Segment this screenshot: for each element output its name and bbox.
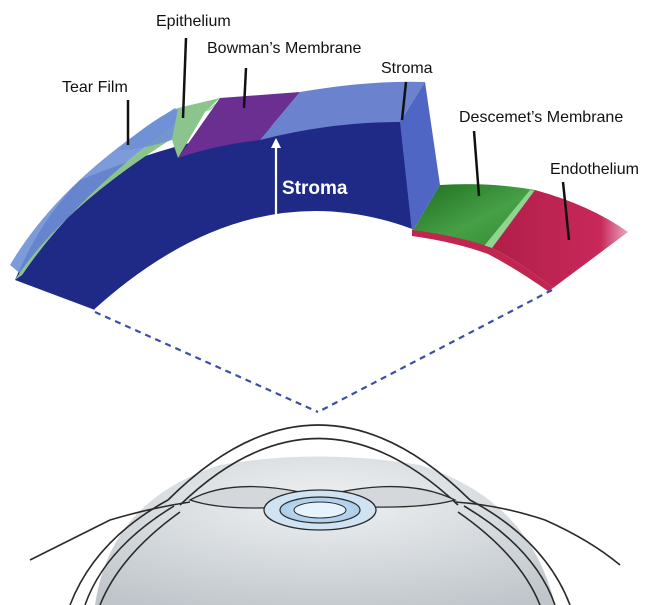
- epithelium-label: Epithelium: [156, 13, 231, 30]
- eye-cross-section: [30, 425, 620, 605]
- eye-globe: [95, 457, 555, 605]
- zoom-lines: [95, 290, 552, 412]
- bowmans-membrane-label: Bowman’s Membrane: [207, 40, 362, 57]
- epithelium-leader: [183, 38, 186, 118]
- stroma-top-label: Stroma: [381, 60, 433, 77]
- stroma-inner-label: Stroma: [282, 178, 348, 199]
- endothelium-label: Endothelium: [550, 161, 639, 178]
- descemets-membrane-label: Descemet’s Membrane: [459, 109, 623, 126]
- lens-inner: [294, 502, 346, 518]
- tear-film-label: Tear Film: [62, 79, 128, 96]
